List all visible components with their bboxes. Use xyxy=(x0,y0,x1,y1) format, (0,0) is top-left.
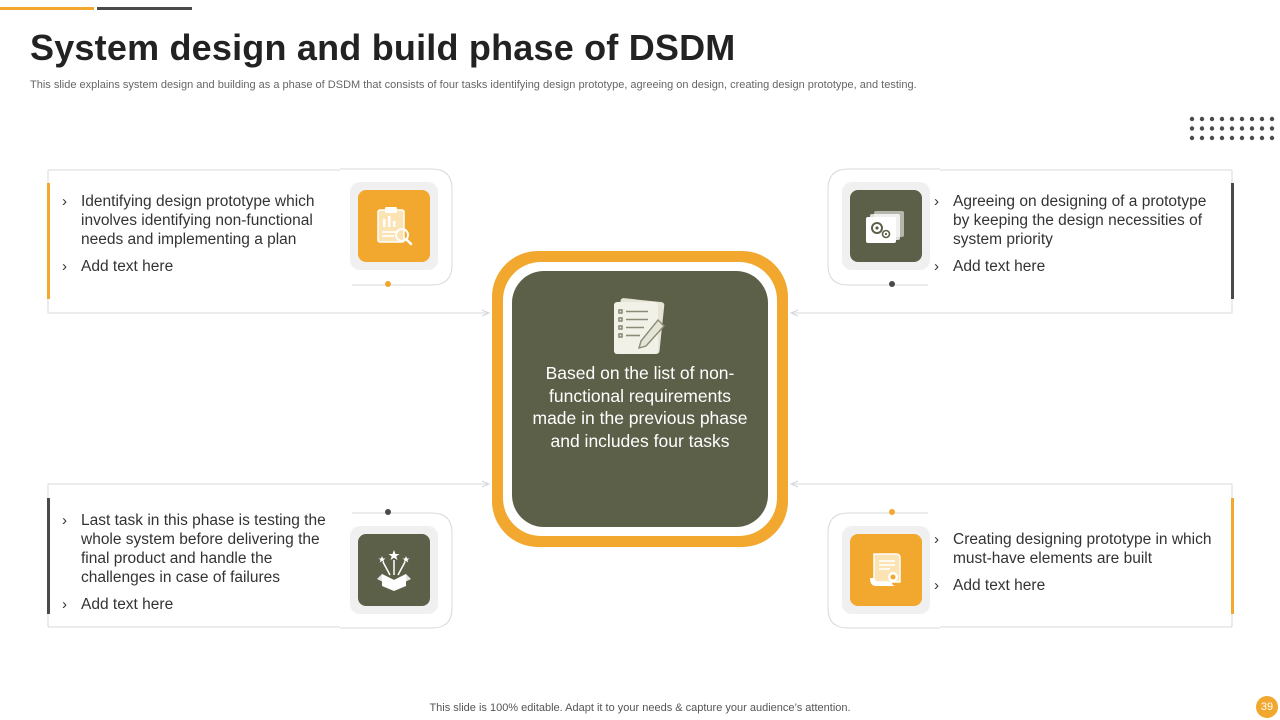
task-3-bullet-1: ›Last task in this phase is testing the … xyxy=(62,512,326,586)
decorative-dot-grid xyxy=(1189,116,1275,141)
task-1-icon-tile xyxy=(350,182,438,270)
task-2-connector-dot xyxy=(889,281,895,287)
task-2-icon-bg xyxy=(850,190,922,262)
task-4-connector-dot xyxy=(889,509,895,515)
chevron-right-icon: › xyxy=(62,258,67,275)
open-box-stars-icon xyxy=(377,550,411,591)
arrowhead-br xyxy=(789,480,799,488)
footer-note: This slide is 100% editable. Adapt it to… xyxy=(429,702,851,714)
arrowhead-bl xyxy=(481,480,491,488)
task-1-connector-dot xyxy=(385,281,391,287)
gear-documents-icon xyxy=(866,211,904,243)
certificate-scroll-icon xyxy=(870,553,901,586)
slide-subtitle: This slide explains system design and bu… xyxy=(30,79,917,91)
slide-title: System design and build phase of DSDM xyxy=(30,27,736,68)
task-4-bullets: ›Creating designing prototype in which m… xyxy=(934,530,1216,595)
arrowhead-tl xyxy=(481,309,491,317)
task-1-bullets: ›Identifying design prototype which invo… xyxy=(62,192,324,276)
task-3-bullet-2: ›Add text here xyxy=(62,596,174,613)
task-4-icon-tile xyxy=(842,526,930,614)
center-hub-text: Based on the list of non-functional requ… xyxy=(532,363,748,451)
chevron-right-icon: › xyxy=(934,577,939,594)
top-accent-bar-orange xyxy=(0,7,94,10)
top-accent-bar-gray xyxy=(97,7,192,10)
task-1-icon-bg xyxy=(358,190,430,262)
page-number-badge: 39 xyxy=(1256,696,1278,718)
arrowhead-tr xyxy=(789,309,799,317)
panel-bl-accent-bar xyxy=(47,498,50,614)
task-1-bullet-1: ›Identifying design prototype which invo… xyxy=(62,193,315,248)
task-2-bullets: ›Agreeing on designing of a prototype by… xyxy=(934,192,1216,276)
chevron-right-icon: › xyxy=(934,193,939,210)
chevron-right-icon: › xyxy=(62,512,67,529)
task-4-bullet-1: ›Creating designing prototype in which m… xyxy=(934,531,1212,567)
panel-tl-accent-bar xyxy=(47,183,50,299)
task-3-bullets: ›Last task in this phase is testing the … xyxy=(62,511,337,614)
task-2-bullet-1: ›Agreeing on designing of a prototype by… xyxy=(934,193,1207,248)
panel-tr-accent-bar xyxy=(1231,183,1234,299)
checklist-pencil-icon xyxy=(614,298,665,354)
task-3-icon-bg xyxy=(358,534,430,606)
clipboard-search-icon xyxy=(377,207,413,246)
chevron-right-icon: › xyxy=(934,531,939,548)
task-3-icon-tile xyxy=(350,526,438,614)
panel-br-accent-bar xyxy=(1231,498,1234,614)
task-4-bullet-2: ›Add text here xyxy=(934,577,1046,594)
chevron-right-icon: › xyxy=(62,193,67,210)
task-2-icon-tile xyxy=(842,182,930,270)
task-4-icon-bg xyxy=(850,534,922,606)
task-2-bullet-2: ›Add text here xyxy=(934,258,1046,275)
chevron-right-icon: › xyxy=(62,596,67,613)
task-3-connector-dot xyxy=(385,509,391,515)
task-1-bullet-2: ›Add text here xyxy=(62,258,174,275)
chevron-right-icon: › xyxy=(934,258,939,275)
